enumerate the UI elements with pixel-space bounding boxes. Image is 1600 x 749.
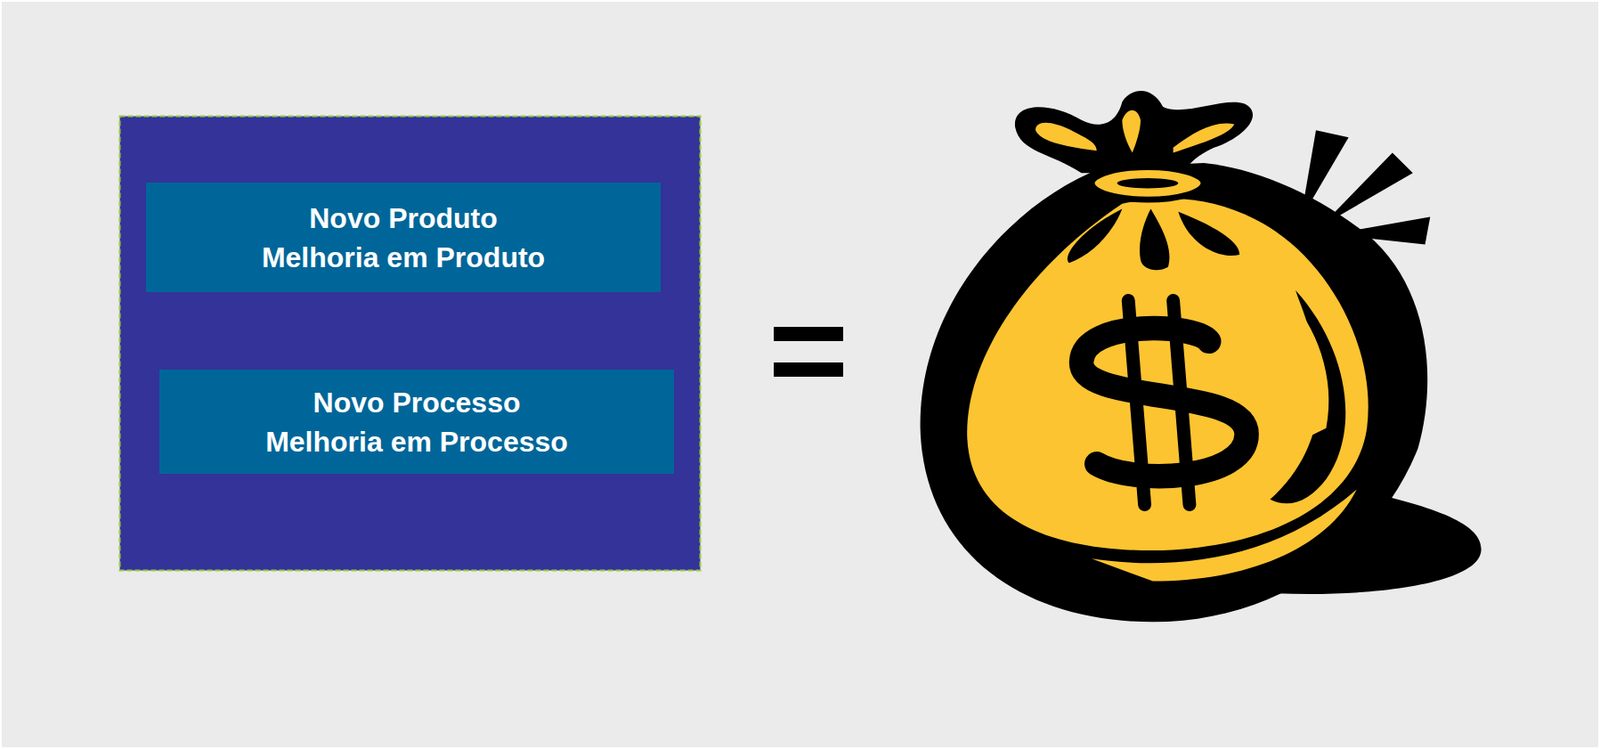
box-text: Melhoria em Produto: [261, 237, 545, 277]
box-text: Melhoria em Processo: [265, 422, 569, 462]
equals-bar: [773, 326, 844, 342]
process-box: Novo ProdutoMelhoria em Produto: [146, 182, 661, 293]
process-box: Novo ProcessoMelhoria em Processo: [159, 369, 675, 474]
box-text: Novo Processo: [313, 382, 521, 423]
box-text: Novo Produto: [308, 198, 498, 238]
equals-bar: [773, 362, 844, 377]
group-panel: [120, 116, 701, 571]
money-bag: [917, 86, 1490, 627]
